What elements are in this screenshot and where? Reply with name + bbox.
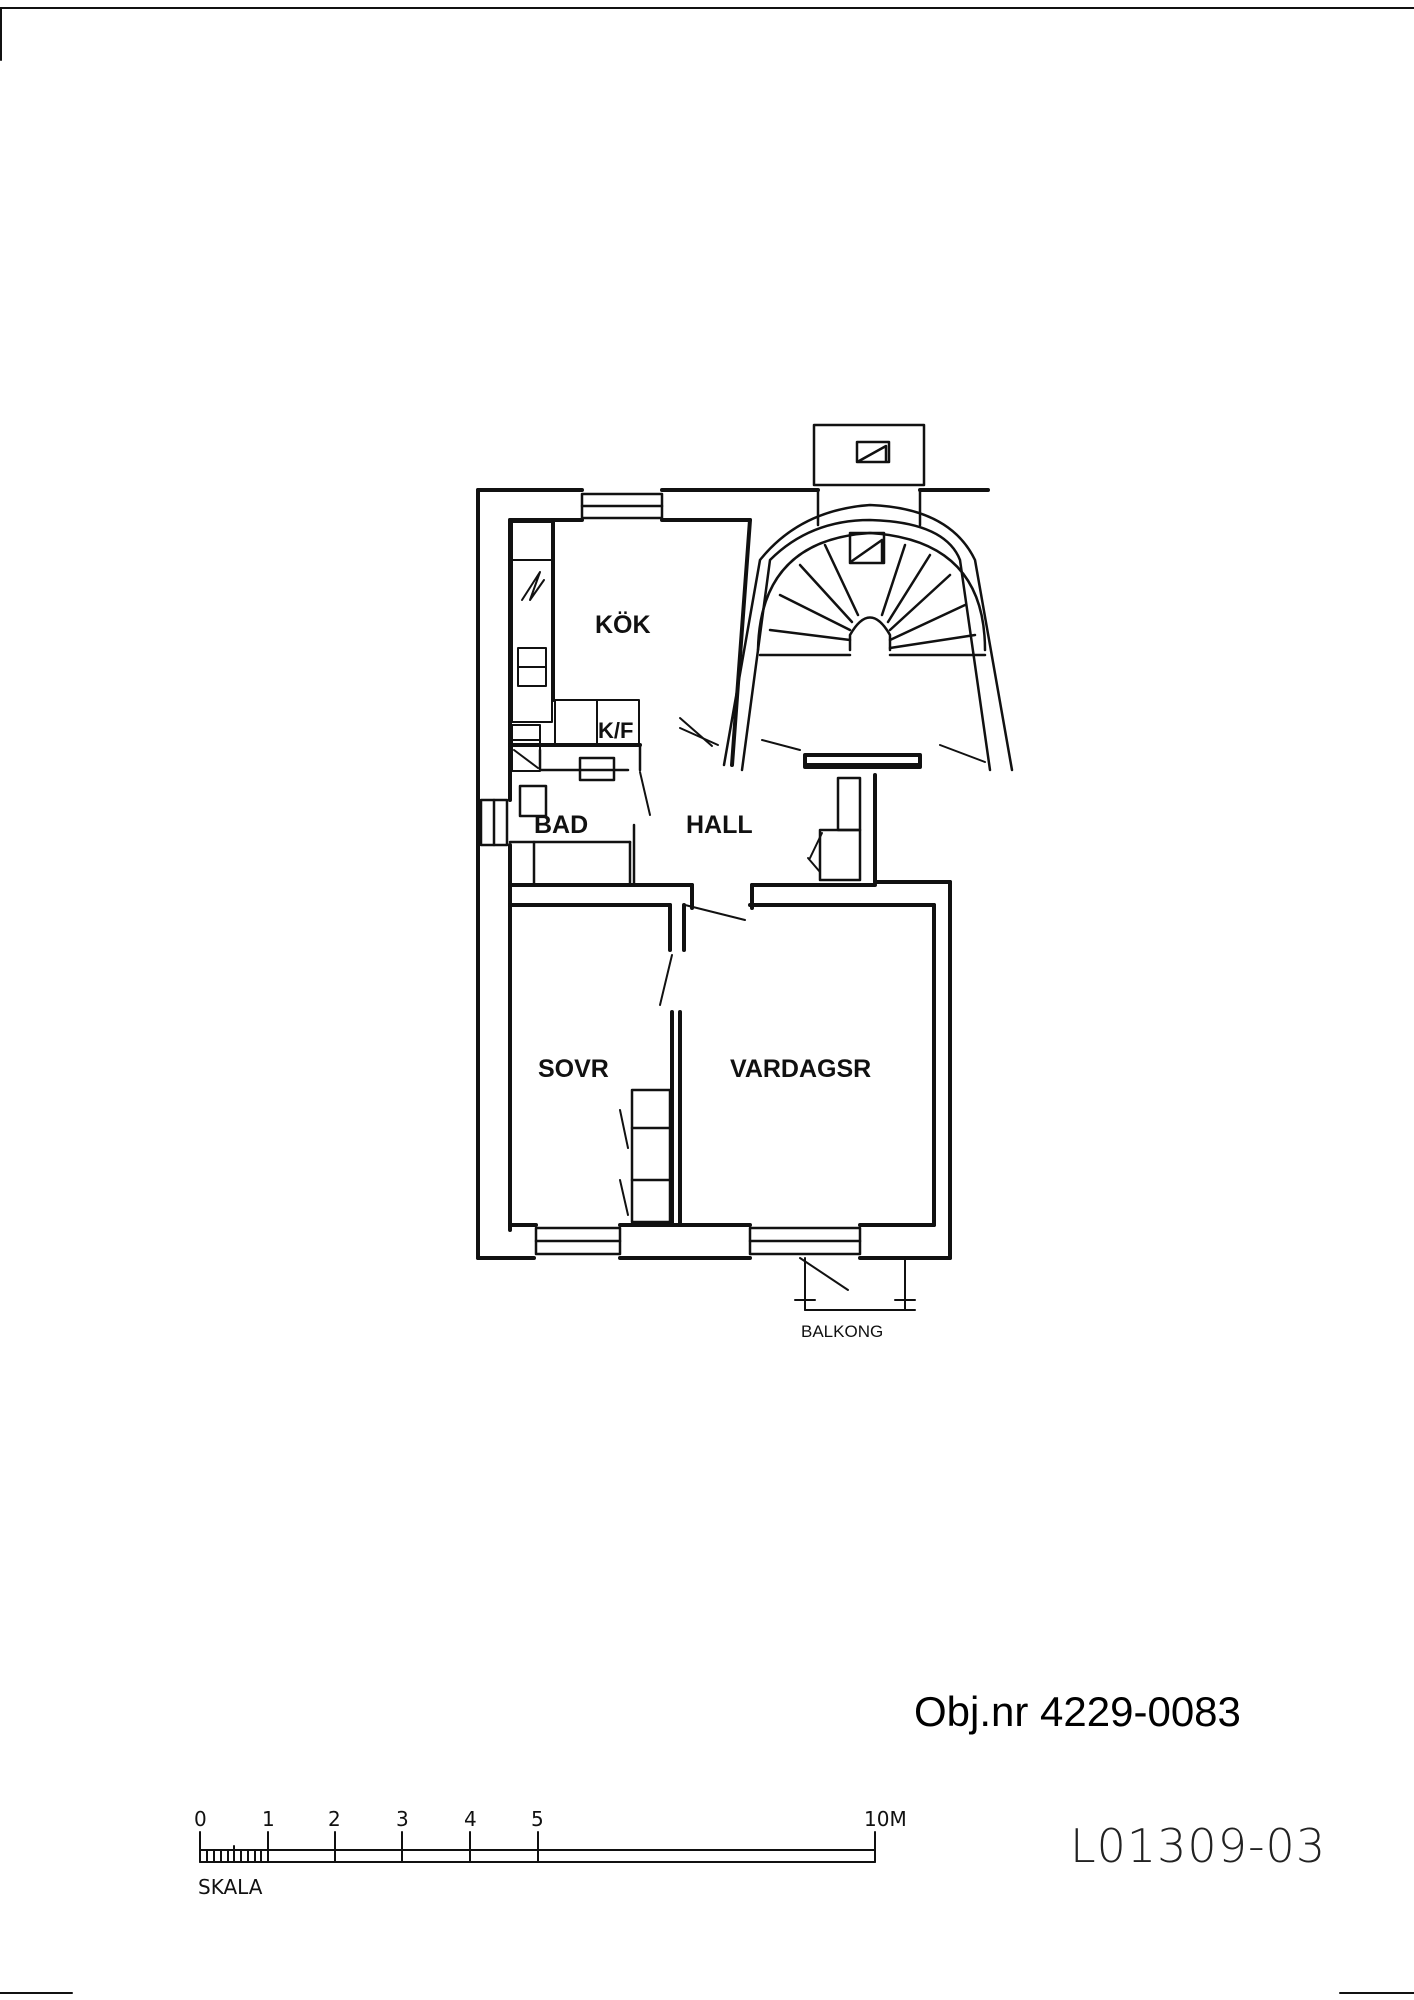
interior-walls bbox=[508, 753, 922, 1227]
floor-plan: KÖK K/F BAD HALL SOVR VARDAGSR BALKONG bbox=[476, 423, 1014, 1341]
kitchen-counters bbox=[511, 521, 640, 772]
doors bbox=[619, 717, 986, 1291]
scale-tick-10m: 10M bbox=[864, 1807, 907, 1831]
scale-tick-0: 0 bbox=[194, 1807, 207, 1831]
object-number: Obj.nr 4229-0083 bbox=[914, 1688, 1241, 1735]
scale-tick-5: 5 bbox=[531, 1807, 544, 1831]
sheet-frame bbox=[0, 7, 1414, 1994]
scale-bar: 0 1 2 3 4 5 10M SKALA bbox=[194, 1807, 907, 1899]
room-label-bad: BAD bbox=[534, 811, 588, 839]
scale-tick-4: 4 bbox=[464, 1807, 477, 1831]
outer-walls bbox=[476, 488, 990, 1260]
scale-tick-1: 1 bbox=[262, 1807, 275, 1831]
closets bbox=[630, 776, 862, 1224]
room-label-kok: KÖK bbox=[595, 610, 651, 639]
drawing-code: L01309-03 bbox=[1070, 1819, 1326, 1873]
scale-label: SKALA bbox=[198, 1875, 263, 1899]
room-label-balkong: BALKONG bbox=[801, 1322, 883, 1341]
scale-tick-3: 3 bbox=[396, 1807, 409, 1831]
stairwell bbox=[722, 423, 1014, 772]
scale-tick-2: 2 bbox=[328, 1807, 341, 1831]
balcony bbox=[794, 1257, 916, 1311]
room-label-kf: K/F bbox=[598, 718, 633, 743]
windows bbox=[479, 492, 862, 1256]
room-label-vardagsr: VARDAGSR bbox=[730, 1055, 871, 1083]
room-label-hall: HALL bbox=[686, 811, 753, 839]
room-label-sovr: SOVR bbox=[538, 1055, 609, 1083]
